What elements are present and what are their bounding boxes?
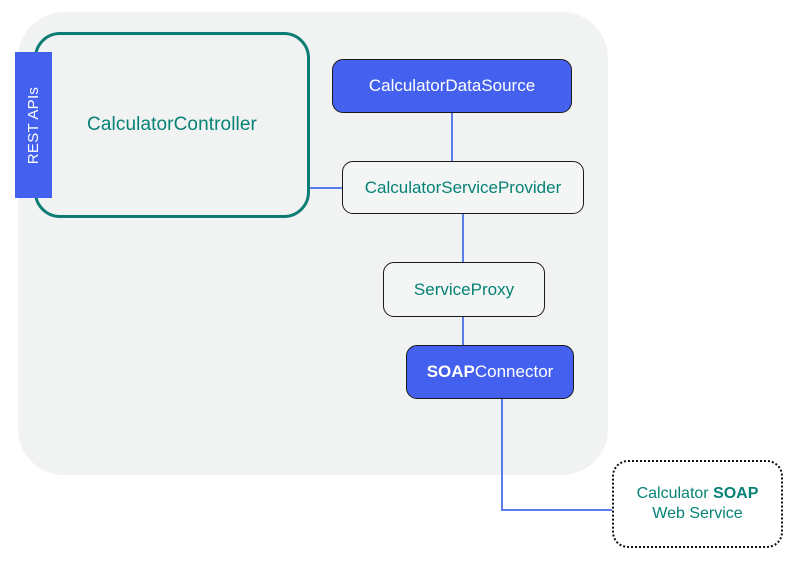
calculator-controller-label: CalculatorController — [87, 114, 257, 135]
node-soap-connector-label-plain: Connector — [474, 362, 554, 382]
node-soap-connector-label-bold: SOAP — [426, 362, 475, 382]
web-service-label-line1-bold: SOAP — [713, 485, 759, 502]
web-service-label-line2: Web Service — [652, 505, 743, 522]
calculator-controller-box[interactable]: CalculatorController — [34, 32, 310, 218]
connector-serviceproxy-to-soapconnector — [462, 317, 464, 346]
node-service-proxy-label: ServiceProxy — [413, 279, 515, 299]
node-calculator-service-provider-label: CalculatorServiceProvider — [364, 177, 562, 197]
node-soap-connector[interactable]: SOAPConnector — [406, 345, 574, 399]
node-service-proxy[interactable]: ServiceProxy — [383, 262, 545, 317]
node-calculator-data-source-label: CalculatorDataSource — [368, 76, 536, 96]
connector-controller-to-serviceprovider — [310, 187, 343, 189]
node-calculator-soap-web-service[interactable]: Calculator SOAP Web Service — [612, 460, 783, 548]
connector-soapconnector-to-webservice-horizontal — [501, 509, 613, 511]
node-soap-connector-label: SOAPConnector — [427, 361, 554, 382]
node-calculator-data-source[interactable]: CalculatorDataSource — [332, 59, 572, 113]
connector-serviceprovider-to-serviceproxy — [462, 214, 464, 263]
connector-soapconnector-to-webservice-vertical — [501, 399, 503, 511]
rest-apis-label: REST APIs — [25, 86, 43, 164]
rest-apis-tab[interactable]: REST APIs — [15, 52, 52, 198]
web-service-label-line1-plain: Calculator — [636, 485, 714, 502]
node-calculator-service-provider[interactable]: CalculatorServiceProvider — [342, 161, 584, 214]
connector-datasource-to-serviceprovider — [451, 113, 453, 162]
node-calculator-soap-web-service-label: Calculator SOAP Web Service — [637, 484, 759, 524]
